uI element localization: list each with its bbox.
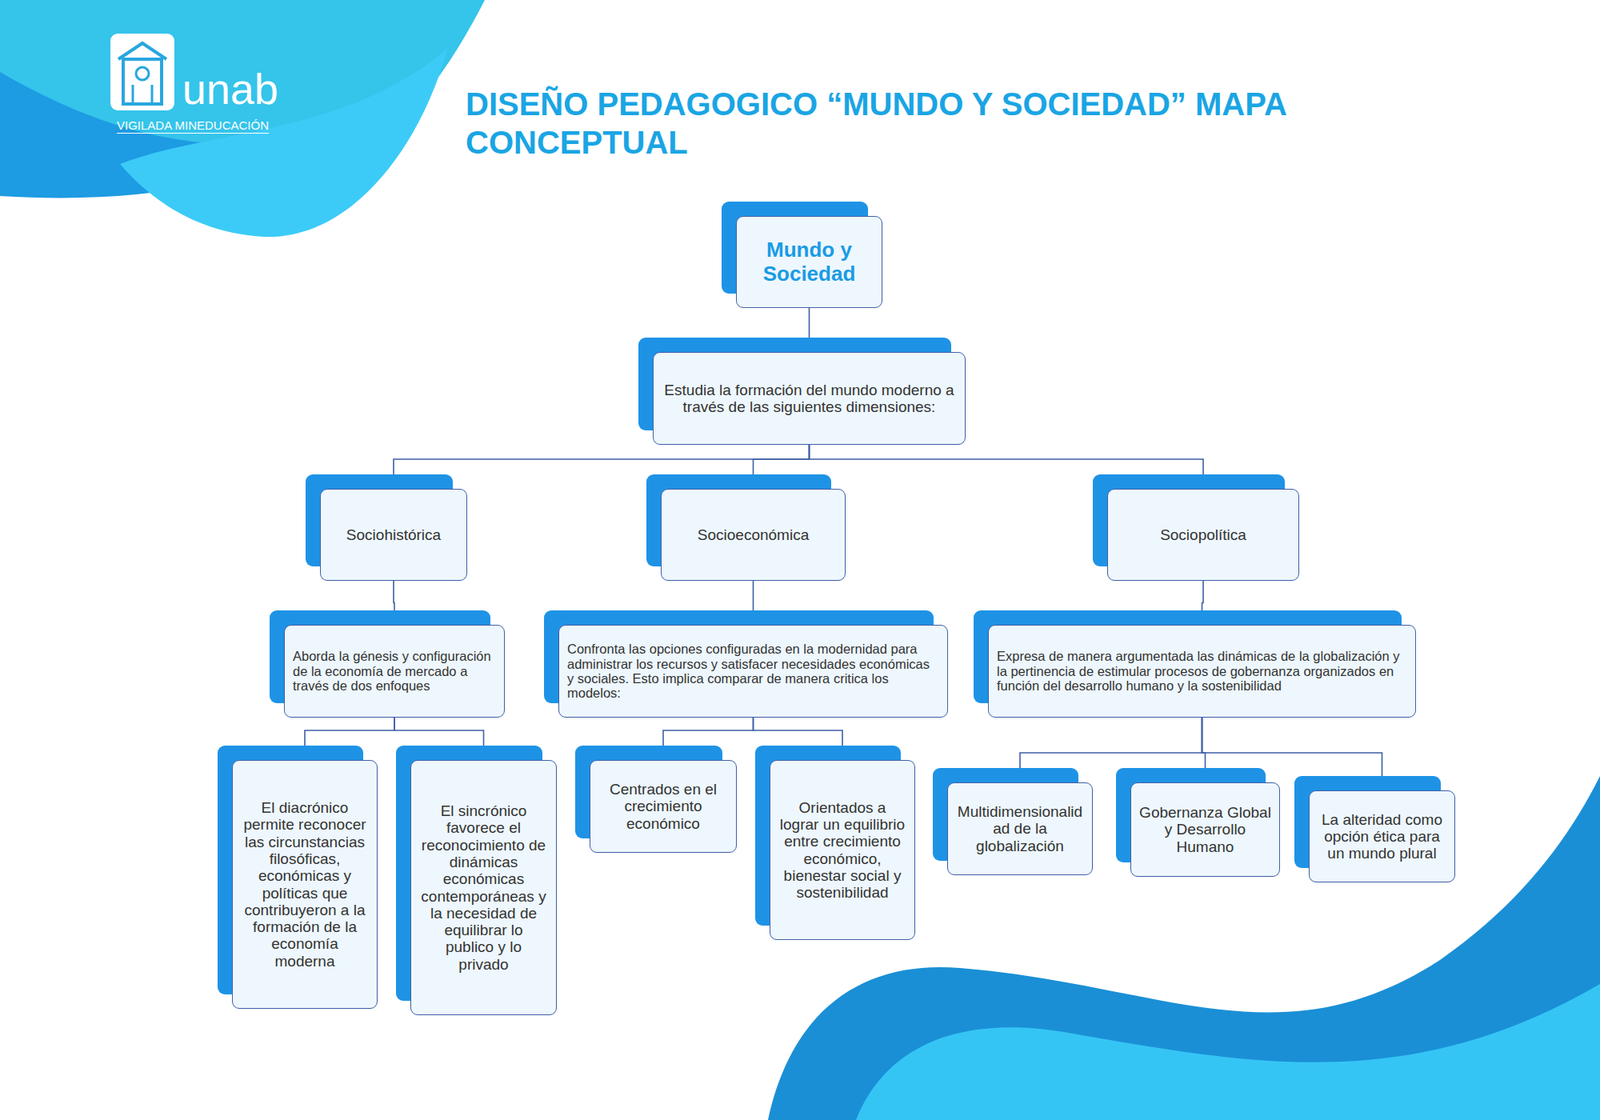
concept-box: Multidimensionalidad de la globalización [947, 782, 1093, 876]
concept-box: Gobernanza Global y Desarrollo Humano [1130, 782, 1280, 877]
concept-box: Estudia la formación del mundo moderno a… [652, 352, 966, 445]
concept-text: Sociohistórica [328, 526, 459, 544]
page-title: DISEÑO PEDAGOGICO “MUNDO Y SOCIEDAD” MAP… [465, 84, 1346, 162]
concept-text: El diacrónico permite reconocer las circ… [240, 799, 369, 970]
concept-box: Sociopolítica [1107, 488, 1300, 581]
concept-box: Orientados a lograr un equilibrio entre … [769, 760, 916, 940]
logo-house [123, 59, 162, 104]
logo-column [132, 84, 135, 104]
connector-line [809, 444, 1204, 489]
connector-line [663, 717, 754, 760]
concept-box: La alteridad como opción ética para un m… [1308, 790, 1456, 883]
connector-line [1020, 717, 1203, 783]
concept-box: El diacrónico permite reconocer las circ… [232, 760, 378, 1009]
connector-line [393, 580, 395, 625]
logo-column [151, 84, 154, 104]
concept-box: Expresa de manera argumentada las dinámi… [988, 624, 1416, 718]
concept-text: Expresa de manera argumentada las dinámi… [996, 648, 1408, 693]
title-wrap: DISEÑO PEDAGOGICO “MUNDO Y SOCIEDAD” MAP… [465, 84, 1346, 162]
concept-text: Socioeconómica [669, 526, 837, 544]
connector-line [753, 444, 810, 489]
concept-text: El sincrónico favorece el reconocimiento… [419, 802, 548, 973]
concept-box: Mundo y Sociedad [736, 216, 883, 308]
connector-line [752, 580, 755, 625]
connector-line [1202, 717, 1383, 791]
connector-line [808, 308, 811, 352]
logo-roof [118, 43, 167, 60]
concept-text: Orientados a lograr un equilibrio entre … [778, 799, 907, 902]
connector-line [1202, 580, 1204, 625]
logo-badge [110, 33, 175, 111]
label-wrap: VIGILADA MINEDUCACIÓN [116, 118, 269, 134]
logo-text: VIGILADA MINEDUCACIÓN [116, 118, 269, 134]
connector-line [393, 444, 810, 489]
concept-box: Centrados en el crecimiento económico [589, 760, 737, 853]
logo-text: unab [182, 64, 279, 115]
concept-box: Sociohistórica [320, 488, 468, 581]
wave-shape [856, 984, 1600, 1120]
connector-line [753, 717, 844, 760]
concept-text: Estudia la formación del mundo moderno a… [661, 381, 957, 416]
label-wrap: unab [182, 64, 279, 115]
concept-box: Confronta las opciones configuradas en l… [558, 624, 948, 718]
concept-text: Confronta las opciones configuradas en l… [567, 641, 940, 701]
concept-box: Socioeconómica [660, 488, 846, 581]
wave-shape [768, 776, 1600, 1120]
connector-line [304, 717, 395, 760]
concept-text: Centrados en el crecimiento económico [598, 780, 728, 832]
connector-line [394, 717, 484, 760]
concept-text: Gobernanza Global y Desarrollo Humano [1139, 804, 1272, 856]
concept-text: Aborda la génesis y configuración de la … [292, 648, 496, 693]
concept-box: Aborda la génesis y configuración de la … [284, 624, 505, 718]
concept-text: Multidimensionalidad de la globalización [956, 803, 1084, 855]
root-concept: Mundo y Sociedad [744, 238, 874, 285]
concept-box: El sincrónico favorece el reconocimiento… [410, 760, 557, 1016]
concept-text: La alteridad como opción ética para un m… [1317, 811, 1447, 863]
logo-window [136, 67, 149, 80]
concept-text: Sociopolítica [1116, 526, 1291, 544]
